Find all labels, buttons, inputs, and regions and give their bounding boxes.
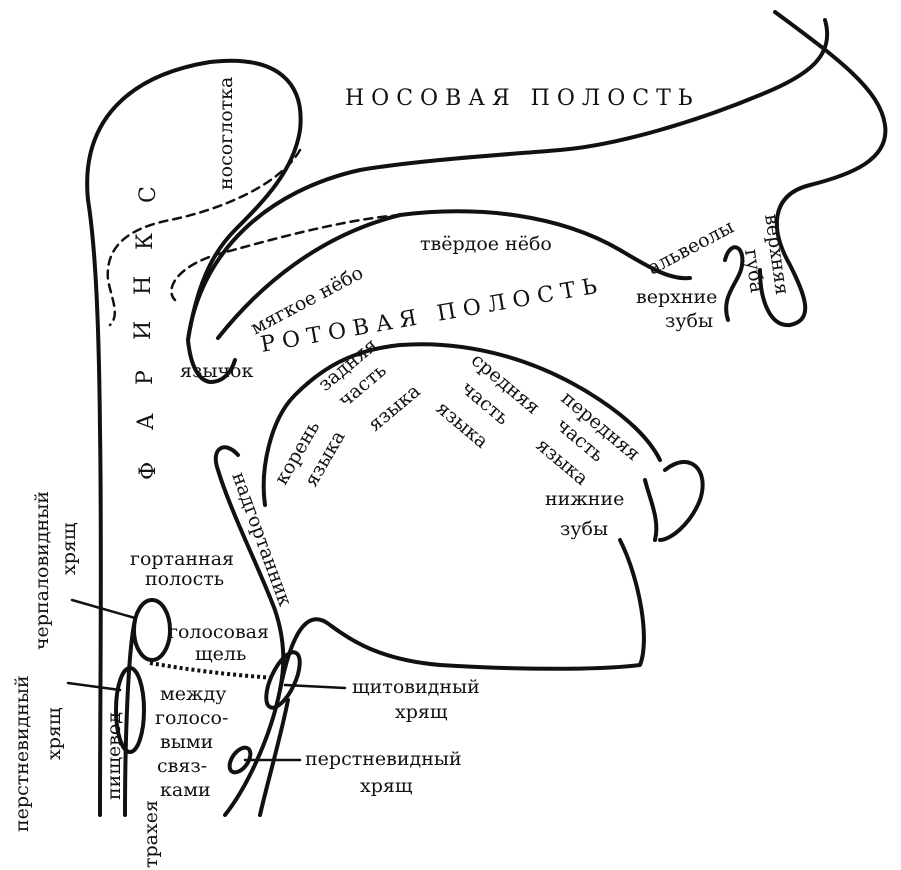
pharynx-letter: А: [134, 413, 159, 430]
glottis-line: [150, 663, 275, 678]
arytenoid-label-2: хрящ: [58, 522, 80, 575]
upper-lip-label-2: губа: [740, 248, 768, 295]
pharynx-letter: И: [131, 321, 156, 340]
lower-lip: [660, 462, 703, 540]
between-folds-label-3: выми: [160, 731, 213, 753]
uvula-label: язычок: [180, 360, 253, 382]
alveoli-label: альвеолы: [644, 216, 738, 280]
glottis-label-2: щель: [195, 643, 246, 665]
cricoid-left-label-1: перстневидный: [11, 675, 33, 832]
cricoid-right-label-1: перстневидный: [305, 748, 462, 770]
thyroid-label-1: щитовидный: [352, 676, 480, 698]
upper-teeth-label-1: верхние: [636, 286, 717, 308]
leader-cricoid-left: [68, 683, 120, 690]
lower-teeth-label-2: зубы: [560, 518, 608, 540]
nasal-cavity-label: НОСОВАЯ ПОЛОСТЬ: [345, 86, 700, 111]
thyroid-label-2: хрящ: [395, 701, 448, 723]
pharynx-letter: К: [133, 233, 158, 250]
pharynx-letter: Н: [131, 276, 156, 295]
arytenoid-cartilage: [134, 600, 170, 660]
laryngeal-cavity-label-2: полость: [145, 568, 224, 590]
esophagus-label: пищевод: [103, 712, 125, 800]
pharynx-letter: С: [136, 186, 161, 203]
upper-teeth: [725, 247, 742, 320]
between-folds-label-4: связ-: [157, 755, 207, 777]
pharynx-inner-wall: [125, 620, 135, 815]
nasopharynx-label: носоглотка: [215, 77, 237, 190]
hard-palate-label: твёрдое нёбо: [420, 233, 552, 255]
arytenoid-label-1: черпаловидный: [31, 491, 53, 650]
cricoid-right-label-2: хрящ: [360, 775, 413, 797]
upper-teeth-label-2: зубы: [665, 310, 713, 332]
trachea-label: трахея: [140, 800, 162, 868]
glottis-label-1: голосовая: [168, 621, 269, 643]
leader-arytenoid: [72, 600, 135, 618]
between-folds-label-2: голосо-: [155, 707, 228, 729]
between-folds-label-1: между: [160, 683, 226, 705]
laryngeal-cavity-label-1: гортанная: [130, 548, 234, 570]
pharynx-letter: Ф: [136, 462, 161, 480]
cricoid-left-label-2: хрящ: [43, 707, 65, 760]
lower-teeth-label-1: нижние: [545, 488, 624, 510]
pharynx-letter: Р: [133, 370, 158, 385]
lower-teeth: [645, 480, 656, 540]
between-folds-label-5: ками: [160, 779, 211, 801]
